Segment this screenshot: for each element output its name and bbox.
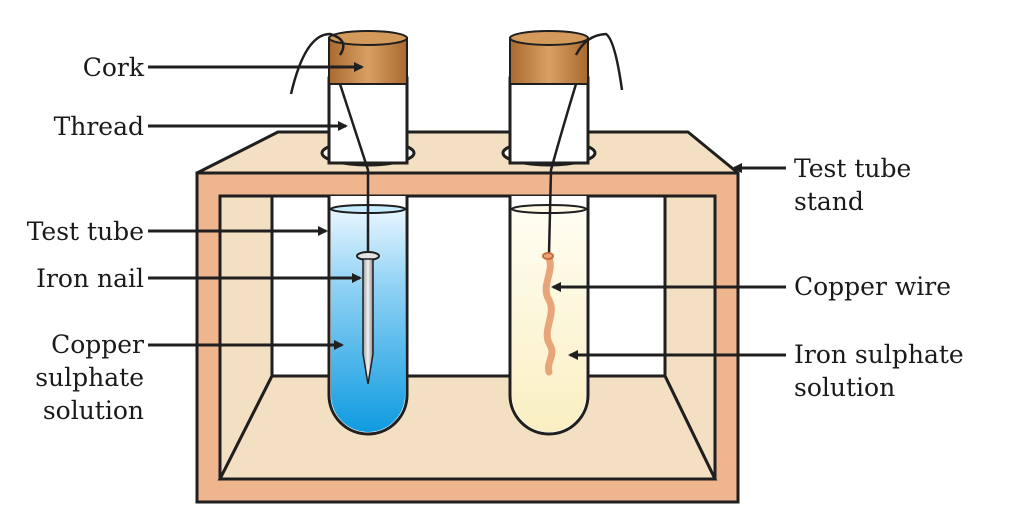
copper-wire [542,252,556,376]
left-thread-inner [338,83,370,254]
right-test-tube [508,30,624,436]
test-tube-stand-label: Test tube stand [794,152,911,218]
test-tube-stand-line-2: stand [794,187,864,216]
copper-wire-label: Copper wire [794,272,952,301]
right-cork-top [509,30,589,46]
iron-sulphate-solution-label: Iron sulphate solution [794,338,964,404]
test-tube-label: Test tube [26,217,144,246]
right-thread [574,32,624,91]
left-tube-upper [327,76,409,165]
copper-sulphate-line-1: Copper [51,330,144,359]
iron-sulphate-line-2: solution [794,373,896,402]
cork-label: Cork [82,53,144,82]
left-test-tube [289,30,409,436]
iron-nail-label: Iron nail [36,264,144,293]
test-tube-stand-line-1: Test tube [794,154,912,183]
copper-sulphate-line-3: solution [42,396,144,425]
stand-floor [217,374,718,481]
right-thread-inner [547,83,578,255]
stand-top-surface [195,130,740,175]
test-tube-stand [195,130,740,504]
copper-wire-loop [542,252,554,260]
pointer-lines [148,62,786,360]
iron-sulphate-line-1: Iron sulphate [794,340,964,369]
right-tube-upper [508,76,590,165]
thread-label: Thread [53,112,144,141]
copper-sulphate-line-2: sulphate [35,363,144,392]
left-cork-top [328,30,408,46]
iron-nail-body [362,258,374,385]
copper-sulphate-solution-label: Copper sulphate solution [35,328,144,427]
